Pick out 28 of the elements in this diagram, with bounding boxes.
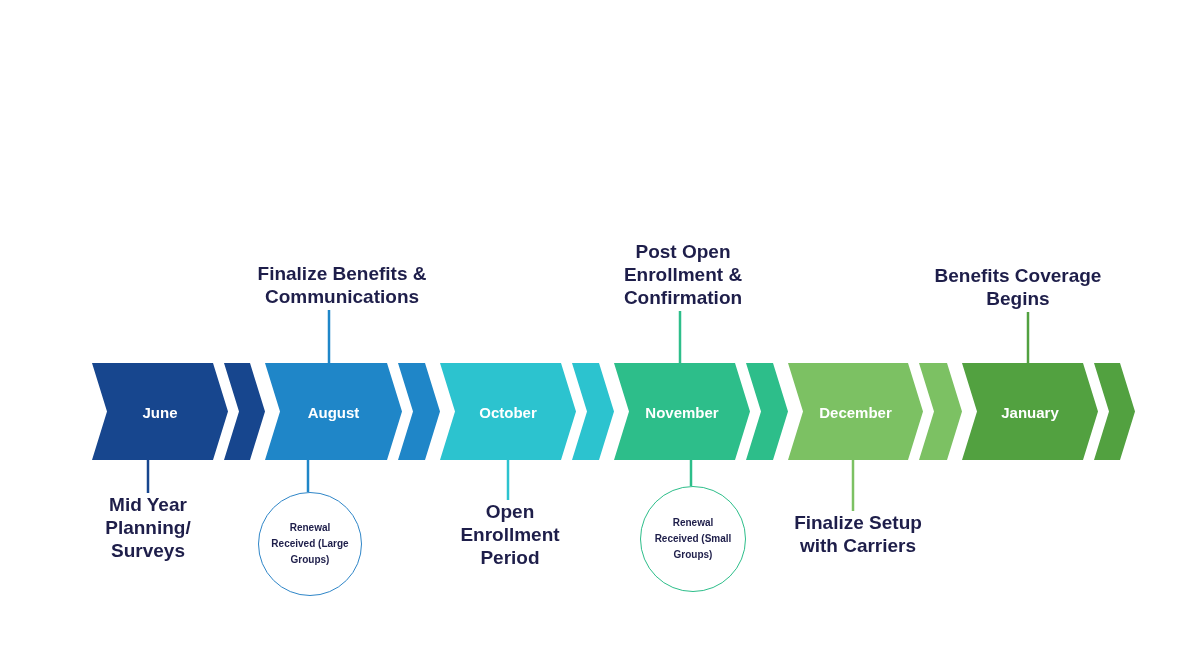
leader-line <box>146 460 150 493</box>
chevron-arrow <box>746 363 788 460</box>
month-label: June <box>141 403 179 420</box>
circle-text: Renewal Received (Small Groups) <box>653 516 733 562</box>
month-label: August <box>306 403 361 420</box>
month-label: November <box>644 403 720 420</box>
chevron-arrow <box>1094 363 1135 460</box>
chevron-arrow <box>224 363 265 460</box>
milestone-text: Open Enrollment Period <box>459 500 561 569</box>
month-label: January <box>1000 403 1060 420</box>
chevron-arrow <box>398 363 440 460</box>
leader-line <box>851 460 855 511</box>
leader-line <box>689 460 693 486</box>
leader-line <box>1026 312 1030 363</box>
month-label: December <box>818 403 893 420</box>
leader-line <box>506 460 510 500</box>
leader-line <box>678 311 682 363</box>
milestone-text: Finalize Benefits & Communications <box>256 262 428 308</box>
circle-text: Renewal Received (Large Groups) <box>270 521 350 567</box>
leader-line <box>306 460 310 492</box>
milestone-text: Benefits Coverage Begins <box>933 264 1103 310</box>
chevron-arrow <box>919 363 962 460</box>
chevron-arrow <box>572 363 614 460</box>
milestone-text: Post Open Enrollment & Confirmation <box>622 240 744 309</box>
month-label: October <box>478 403 538 420</box>
leader-line <box>327 310 331 363</box>
milestone-text: Mid Year Planning/ Surveys <box>104 493 192 562</box>
milestone-text: Finalize Setup with Carriers <box>793 511 923 557</box>
